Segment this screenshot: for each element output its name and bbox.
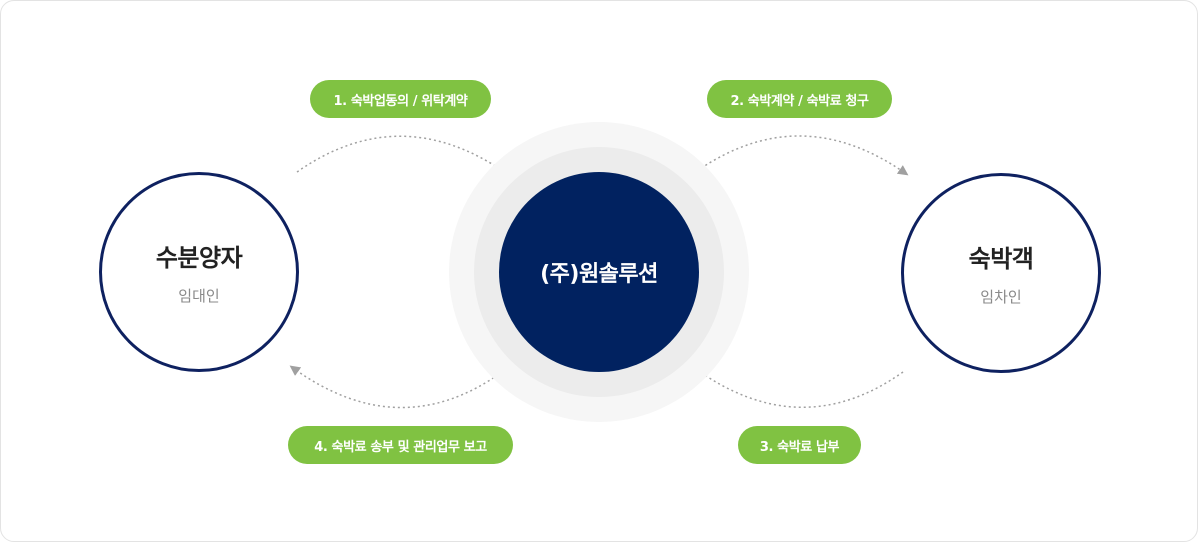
left-node: 수분양자 임대인 (99, 172, 299, 372)
step-4-label: 4. 숙박료 송부 및 관리업무 보고 (288, 426, 513, 464)
right-node-title: 숙박객 (968, 245, 1034, 273)
right-node-subtitle: 임차인 (980, 288, 1022, 306)
arrow-step-4 (289, 365, 503, 409)
step-3-label: 3. 숙박료 납부 (738, 426, 861, 464)
step-1-label: 1. 숙박업동의 / 위탁계약 (310, 80, 491, 118)
center-node: (주)원솔루션 (499, 172, 699, 372)
center-node-title: (주)원솔루션 (540, 262, 658, 287)
arrow-step-1 (296, 135, 510, 176)
left-node-title: 수분양자 (155, 244, 243, 272)
step-2-label: 2. 숙박계약 / 숙박료 청구 (707, 80, 892, 118)
arrow-step-3 (689, 364, 904, 408)
right-node: 숙박객 임차인 (901, 173, 1101, 373)
arrow-step-2 (696, 135, 909, 176)
left-node-subtitle: 임대인 (178, 287, 220, 305)
